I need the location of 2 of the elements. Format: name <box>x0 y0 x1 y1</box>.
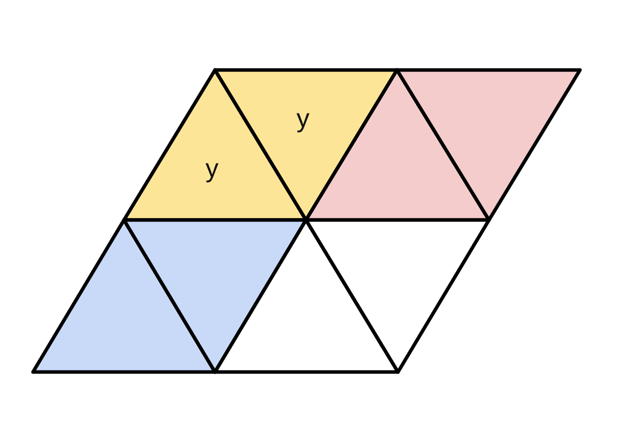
variable-label: y <box>296 105 310 131</box>
variable-label: y <box>206 155 218 181</box>
